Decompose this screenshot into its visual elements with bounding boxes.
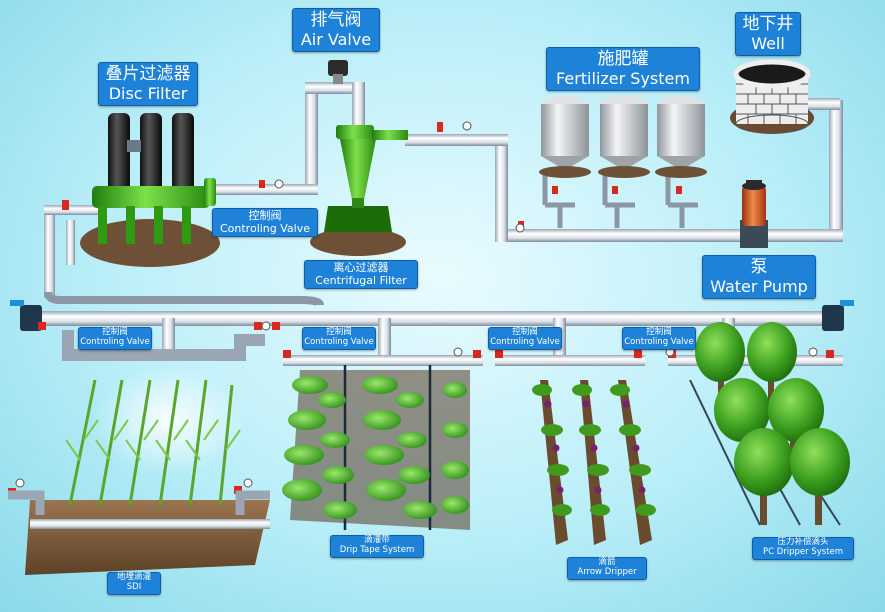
controlling-valve-1-label-en: Controling Valve [80, 336, 150, 347]
centrifugal-filter [310, 125, 408, 256]
pc-dripper-label-en: PC Dripper System [762, 546, 844, 557]
drip-tape-field [282, 365, 470, 530]
sdi-field [8, 365, 270, 575]
pc-dripper-label: 压力补偿滴头 PC Dripper System [752, 537, 854, 560]
sdi-label-zh: 地埋滴灌 [116, 572, 151, 582]
controlling-valve-3-label-en: Controling Valve [490, 336, 560, 347]
disc-filter-label-zh: 叠片过滤器 [105, 64, 191, 84]
well-label: 地下井 Well [735, 12, 801, 56]
arrow-dripper-label-zh: 滴箭 [598, 557, 616, 567]
centrifugal-filter-label-en: Centrifugal Filter [315, 273, 407, 287]
drip-tape-label: 滴灌带 Drip Tape System [330, 535, 424, 558]
centrifugal-filter-label: 离心过滤器 Centrifugal Filter [304, 260, 418, 290]
controlling-valve-2-label-en: Controling Valve [304, 336, 374, 347]
arrow-dripper-vineyard [532, 380, 656, 545]
controlling-valve-3-label-zh: 控制阀 [512, 327, 538, 337]
fertilizer-label: 施肥罐 Fertilizer System [546, 47, 700, 91]
controlling-valve-2-label: 控制阀 Controling Valve [302, 327, 376, 350]
controlling-valve-1-label: 控制阀 Controling Valve [78, 327, 152, 350]
fertilizer-label-zh: 施肥罐 [597, 49, 649, 69]
well-illustration [730, 59, 814, 134]
water-pump-label-en: Water Pump [710, 276, 808, 296]
fertilizer-label-en: Fertilizer System [556, 68, 690, 88]
water-pump [740, 180, 768, 248]
sdi-label: 地埋滴灌 SDI [107, 572, 161, 595]
disc-filter-label-en: Disc Filter [108, 83, 188, 103]
drip-tape-label-en: Drip Tape System [339, 544, 415, 555]
controlling-valve-2-label-zh: 控制阀 [326, 327, 352, 337]
centrifugal-filter-label-zh: 离心过滤器 [333, 261, 389, 274]
air-valve-label-zh: 排气阀 [310, 10, 362, 30]
controlling-valve-main-label: 控制阀 Controling Valve [212, 208, 318, 238]
controlling-valve-1-label-zh: 控制阀 [102, 327, 128, 337]
pc-dripper-label-zh: 压力补偿滴头 [777, 537, 829, 547]
air-valve-label-en: Air Valve [300, 29, 372, 49]
controlling-valve-3-label: 控制阀 Controling Valve [488, 327, 562, 350]
controlling-valve-main-label-en: Controling Valve [219, 221, 310, 235]
water-pump-label: 泵 Water Pump [702, 255, 816, 299]
water-pump-label-zh: 泵 [750, 257, 768, 277]
air-valve-label: 排气阀 Air Valve [292, 8, 380, 52]
fertilizer-tanks [539, 96, 707, 178]
well-label-en: Well [751, 33, 785, 53]
disc-filter [80, 113, 220, 267]
pc-dripper-orchard [689, 322, 850, 526]
arrow-dripper-label-en: Arrow Dripper [577, 566, 637, 577]
disc-filter-label: 叠片过滤器 Disc Filter [98, 62, 198, 106]
valves-and-gauges [8, 121, 834, 496]
air-valve-unit [328, 60, 348, 84]
controlling-valve-4-label-zh: 控制阀 [646, 327, 672, 337]
arrow-dripper-label: 滴箭 Arrow Dripper [567, 557, 647, 580]
drip-tape-label-zh: 滴灌带 [364, 535, 390, 545]
controlling-valve-4-label: 控制阀 Controling Valve [622, 327, 696, 350]
sdi-label-en: SDI [126, 581, 142, 592]
controlling-valve-main-label-zh: 控制阀 [248, 209, 282, 222]
well-label-zh: 地下井 [742, 14, 794, 34]
controlling-valve-4-label-en: Controling Valve [624, 336, 694, 347]
